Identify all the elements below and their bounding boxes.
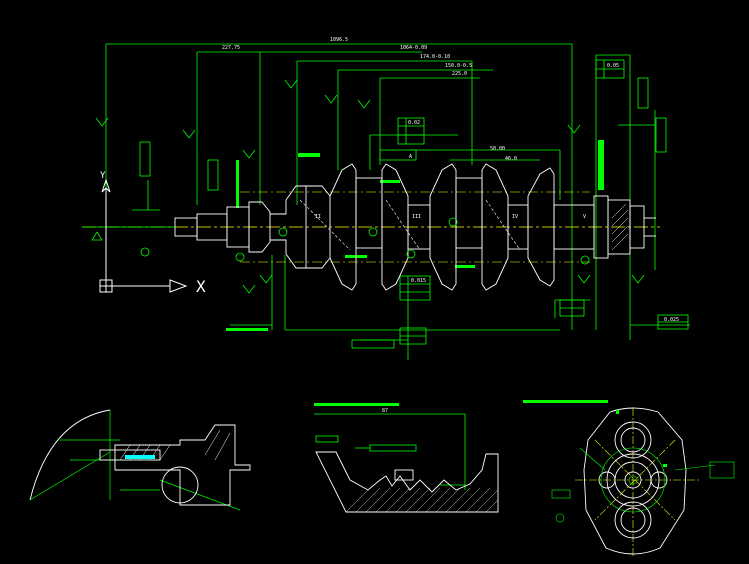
journal-label-iv: IV bbox=[512, 214, 518, 220]
detail-a-oil-passage bbox=[125, 455, 155, 459]
dim-span: 225.0 bbox=[452, 71, 467, 77]
detail-b-hatch bbox=[345, 487, 499, 513]
detail-a-flange-section[interactable] bbox=[29, 409, 251, 511]
crankshaft-main-view[interactable]: II III IV V bbox=[82, 163, 660, 291]
tol-value-4: 0.025 bbox=[664, 317, 679, 323]
flange-hatch bbox=[611, 203, 629, 251]
tol-value-1: 0.02 bbox=[408, 120, 420, 126]
tolerance-frame-texts: 0.02 A 0.05 0.015 0.025 bbox=[408, 63, 679, 323]
detail-b-journal-section[interactable]: 87 bbox=[314, 408, 499, 513]
tolerance-frames bbox=[139, 59, 689, 349]
ucs-x-label: X bbox=[196, 277, 206, 296]
roughness-symbols bbox=[95, 79, 645, 294]
dim-crankpin: 150.0-0.5 bbox=[445, 63, 472, 69]
datum-circles bbox=[140, 217, 590, 265]
ucs-y-label: Y bbox=[100, 171, 106, 181]
detail-c-end-view[interactable] bbox=[551, 407, 735, 558]
journal-label-ii: II bbox=[315, 214, 321, 220]
shaft-left-end bbox=[82, 180, 175, 241]
ucs-icon bbox=[99, 178, 188, 293]
detail-b-dimension: 87 bbox=[382, 408, 388, 414]
dim-total-length: 1096.5 bbox=[330, 37, 348, 43]
dim-overall: 1064-0.09 bbox=[400, 45, 427, 51]
top-dimension-lines bbox=[105, 43, 690, 360]
top-dimension-texts: 1096.5 1064-0.09 227.75 174.0-0.10 150.0… bbox=[222, 37, 517, 162]
highlight-bars bbox=[226, 140, 608, 406]
dim-web: 50.00 bbox=[490, 146, 505, 152]
tol-value-3: 0.015 bbox=[411, 278, 426, 284]
tol-datum-a: A bbox=[409, 154, 412, 160]
dim-pin: 46.0 bbox=[505, 156, 517, 162]
dim-flange: 227.75 bbox=[222, 45, 240, 51]
tol-value-2: 0.05 bbox=[607, 63, 619, 69]
dim-journals: 174.0-0.10 bbox=[420, 54, 450, 60]
journal-label-iii: III bbox=[412, 214, 421, 220]
journal-label-v: V bbox=[583, 214, 586, 220]
